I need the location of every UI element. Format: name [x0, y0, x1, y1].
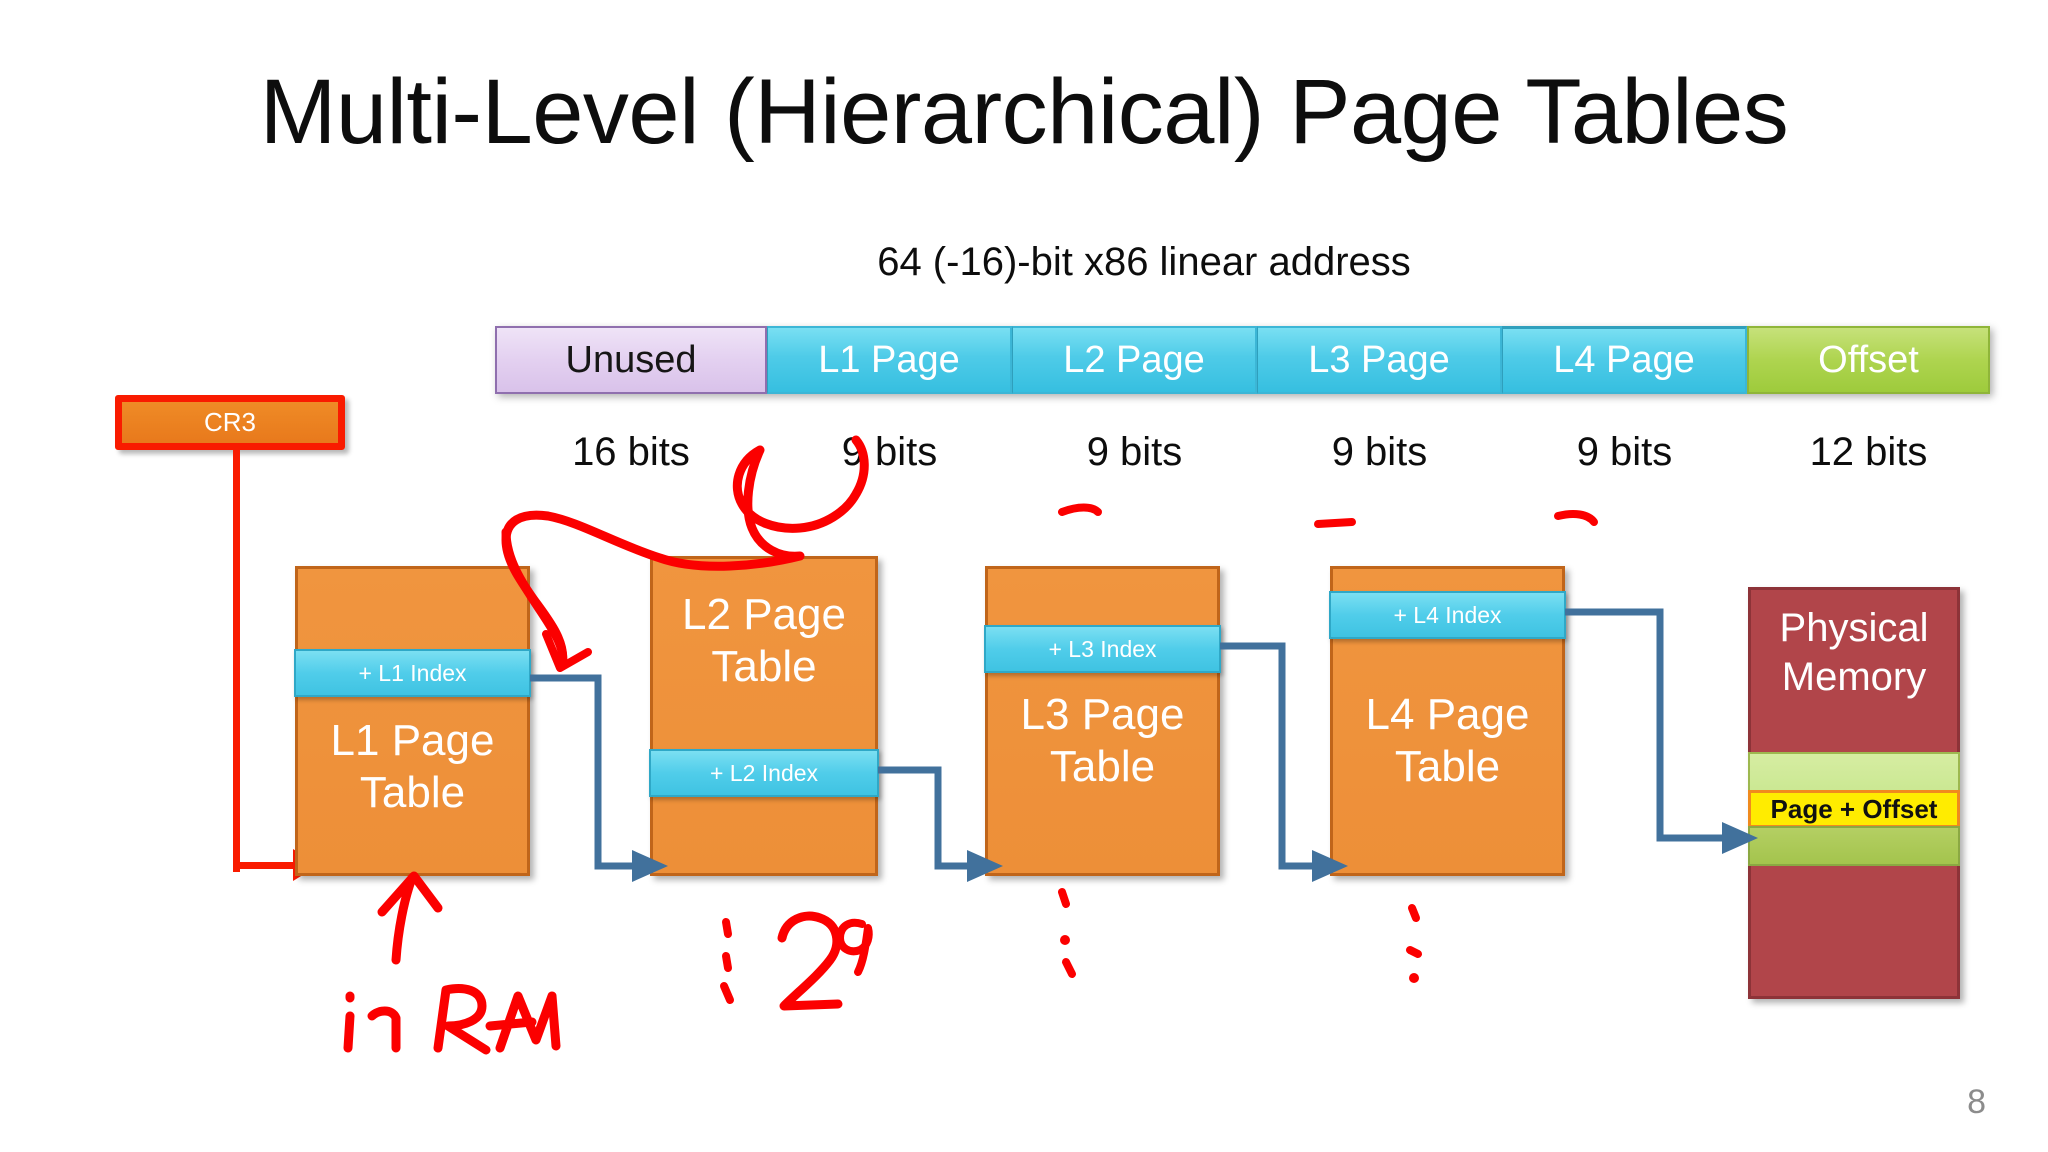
- cr3-register-box[interactable]: CR3: [115, 395, 345, 450]
- l1-label-line2: Table: [359, 767, 466, 817]
- l1-label-line1: L1 Page: [330, 716, 495, 765]
- handwritten-ellipsis-l2-dot2: [722, 952, 732, 972]
- bits-label-l4: 9 bits: [1576, 430, 1673, 474]
- cr3-connector-line: [233, 450, 240, 872]
- handwritten-text-ram: [433, 984, 561, 1055]
- address-segment-l3[interactable]: L3 Page: [1257, 326, 1502, 394]
- bits-label-offset: 12 bits: [1809, 430, 1928, 474]
- handwritten-tick-l4: [1554, 510, 1598, 526]
- l3-label-line1: L3 Page: [1020, 690, 1185, 739]
- connector-l2-to-l3: [878, 766, 975, 870]
- memory-band-upper: [1748, 752, 1960, 792]
- cr3-connector-arrow: [233, 862, 301, 869]
- address-segment-l2[interactable]: L2 Page: [1012, 326, 1257, 394]
- handwritten-text-in: [343, 991, 401, 1053]
- address-segment-l4[interactable]: L4 Page: [1502, 326, 1747, 394]
- l2-label-line1: L2 Page: [682, 590, 846, 639]
- address-segment-unused[interactable]: Unused: [495, 326, 767, 394]
- pm-label-line1: Physical: [1779, 606, 1929, 650]
- linear-address-bar: Unused L1 Page L2 Page L3 Page L4 Page O…: [495, 326, 1990, 394]
- handwritten-digit-two: [777, 911, 843, 1011]
- l4-index-stripe[interactable]: + L4 Index: [1329, 591, 1566, 639]
- handwritten-ellipsis-l4-dot3: [1409, 973, 1419, 983]
- bits-label-l1: 9 bits: [841, 430, 938, 474]
- page-offset-highlight[interactable]: Page + Offset: [1748, 790, 1960, 828]
- bits-label-l2: 9 bits: [1086, 430, 1183, 474]
- l4-label-line1: L4 Page: [1365, 690, 1530, 739]
- handwritten-ellipsis-l3-dot2: [1060, 935, 1070, 945]
- subtitle: 64 (-16)-bit x86 linear address: [0, 240, 2048, 285]
- address-segment-l1[interactable]: L1 Page: [767, 326, 1012, 394]
- subtitle-text: 64 (-16)-bit x86 linear address: [877, 240, 1411, 284]
- l2-label-line2: Table: [711, 641, 817, 691]
- handwritten-exponent-nine: [836, 918, 873, 976]
- connector-l3-to-l4: [1220, 642, 1320, 870]
- handwritten-tick-l3: [1314, 518, 1356, 528]
- address-segment-offset[interactable]: Offset: [1747, 326, 1990, 394]
- l4-label-line2: Table: [1394, 741, 1501, 791]
- bits-label-unused: 16 bits: [572, 430, 690, 474]
- handwritten-ellipsis-l3-dot1: [1058, 888, 1070, 908]
- l2-index-stripe[interactable]: + L2 Index: [649, 749, 879, 797]
- page-title: Multi-Level (Hierarchical) Page Tables: [259, 61, 1789, 163]
- handwritten-arrowhead-l1-icon: [542, 630, 592, 672]
- l3-label-line2: Table: [1049, 741, 1156, 791]
- handwritten-ellipsis-l4-dot2: [1406, 946, 1422, 958]
- handwritten-ellipsis-l4-dot1: [1408, 904, 1420, 922]
- handwritten-ellipsis-l2-dot1: [722, 918, 732, 938]
- l3-index-stripe[interactable]: + L3 Index: [984, 625, 1221, 673]
- slide-number: 8: [1967, 1083, 1986, 1121]
- memory-band-lower: [1748, 826, 1960, 866]
- handwritten-arrowhead-inram-icon: [377, 871, 443, 917]
- bits-label-l3: 9 bits: [1331, 430, 1428, 474]
- pm-label-line2: Memory: [1781, 654, 1927, 699]
- connector-l4-to-memory: [1565, 608, 1730, 842]
- handwritten-tick-l2: [1058, 503, 1102, 516]
- handwritten-ellipsis-l2-dot3: [720, 982, 734, 1004]
- handwritten-arrow-shaft-inram: [391, 873, 417, 965]
- l1-index-stripe[interactable]: + L1 Index: [294, 649, 531, 697]
- handwritten-ellipsis-l3-dot3: [1062, 958, 1076, 978]
- connector-l1-to-l2: [530, 674, 640, 870]
- bit-width-labels: 16 bits 9 bits 9 bits 9 bits 9 bits 12 b…: [495, 430, 1990, 490]
